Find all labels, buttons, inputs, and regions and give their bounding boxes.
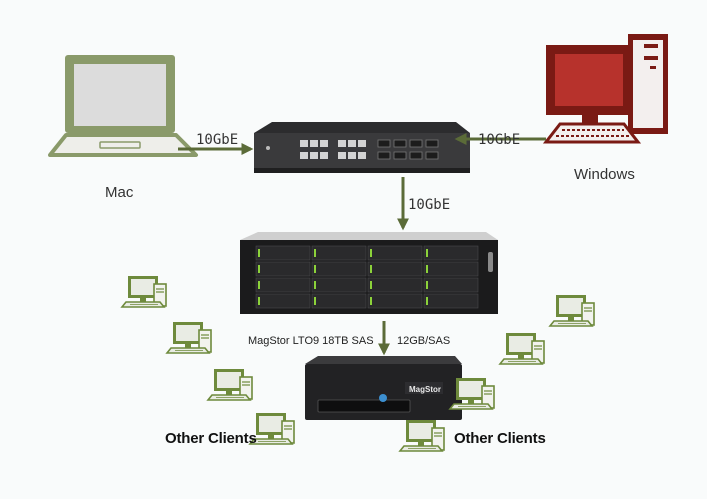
drive-led — [258, 249, 260, 257]
nas-drive-bays — [255, 245, 479, 309]
nas-storage-icon — [240, 232, 498, 314]
drive-bay — [311, 261, 367, 277]
drive-led — [258, 281, 260, 289]
drive-bay — [255, 245, 311, 261]
drive-bay — [423, 245, 479, 261]
mac-laptop-icon — [48, 55, 198, 157]
client-pc-icon — [399, 419, 445, 452]
tape-device-label: MagStor LTO9 18TB SAS — [248, 335, 374, 347]
mac-link-speed: 10GbE — [196, 132, 239, 148]
network-switch-icon — [254, 122, 470, 173]
tape-interface-label: 12GB/SAS — [397, 335, 451, 347]
drive-led — [426, 281, 428, 289]
mac-label: Mac — [105, 184, 134, 201]
drive-led — [258, 297, 260, 305]
drive-bay — [367, 261, 423, 277]
drive-led — [426, 249, 428, 257]
drive-bay — [423, 261, 479, 277]
drive-bay — [423, 277, 479, 293]
nas-link-speed: 10GbE — [408, 197, 451, 213]
drive-led — [370, 249, 372, 257]
drive-led — [370, 281, 372, 289]
windows-label: Windows — [574, 166, 635, 183]
client-pc-icon — [166, 321, 212, 354]
drive-bay — [423, 293, 479, 309]
drive-led — [258, 265, 260, 273]
drive-bay — [367, 293, 423, 309]
drive-led — [314, 265, 316, 273]
windows-link-speed: 10GbE — [478, 132, 521, 148]
left-clients-label: Other Clients — [165, 430, 257, 447]
client-pc-icon — [549, 294, 595, 327]
tape-drive-icon — [305, 356, 462, 420]
drive-led — [426, 265, 428, 273]
client-pc-icon — [207, 368, 253, 401]
drive-bay — [255, 277, 311, 293]
drive-led — [314, 297, 316, 305]
drive-led — [314, 249, 316, 257]
client-pc-icon — [121, 275, 167, 308]
drive-led — [370, 297, 372, 305]
drive-bay — [311, 293, 367, 309]
client-pc-icon — [449, 377, 495, 410]
drive-bay — [311, 245, 367, 261]
drive-bay — [367, 277, 423, 293]
tape-brand-logo: MagStor — [409, 385, 441, 394]
drive-bay — [311, 277, 367, 293]
drive-led — [426, 297, 428, 305]
windows-pc-icon — [542, 34, 668, 144]
client-pc-icon — [499, 332, 545, 365]
right-clients-label: Other Clients — [454, 430, 546, 447]
drive-bay — [255, 293, 311, 309]
connection-arrows — [178, 133, 546, 356]
drive-led — [370, 265, 372, 273]
drive-bay — [367, 245, 423, 261]
drive-bay — [255, 261, 311, 277]
drive-led — [314, 281, 316, 289]
client-pc-icon — [249, 412, 295, 445]
